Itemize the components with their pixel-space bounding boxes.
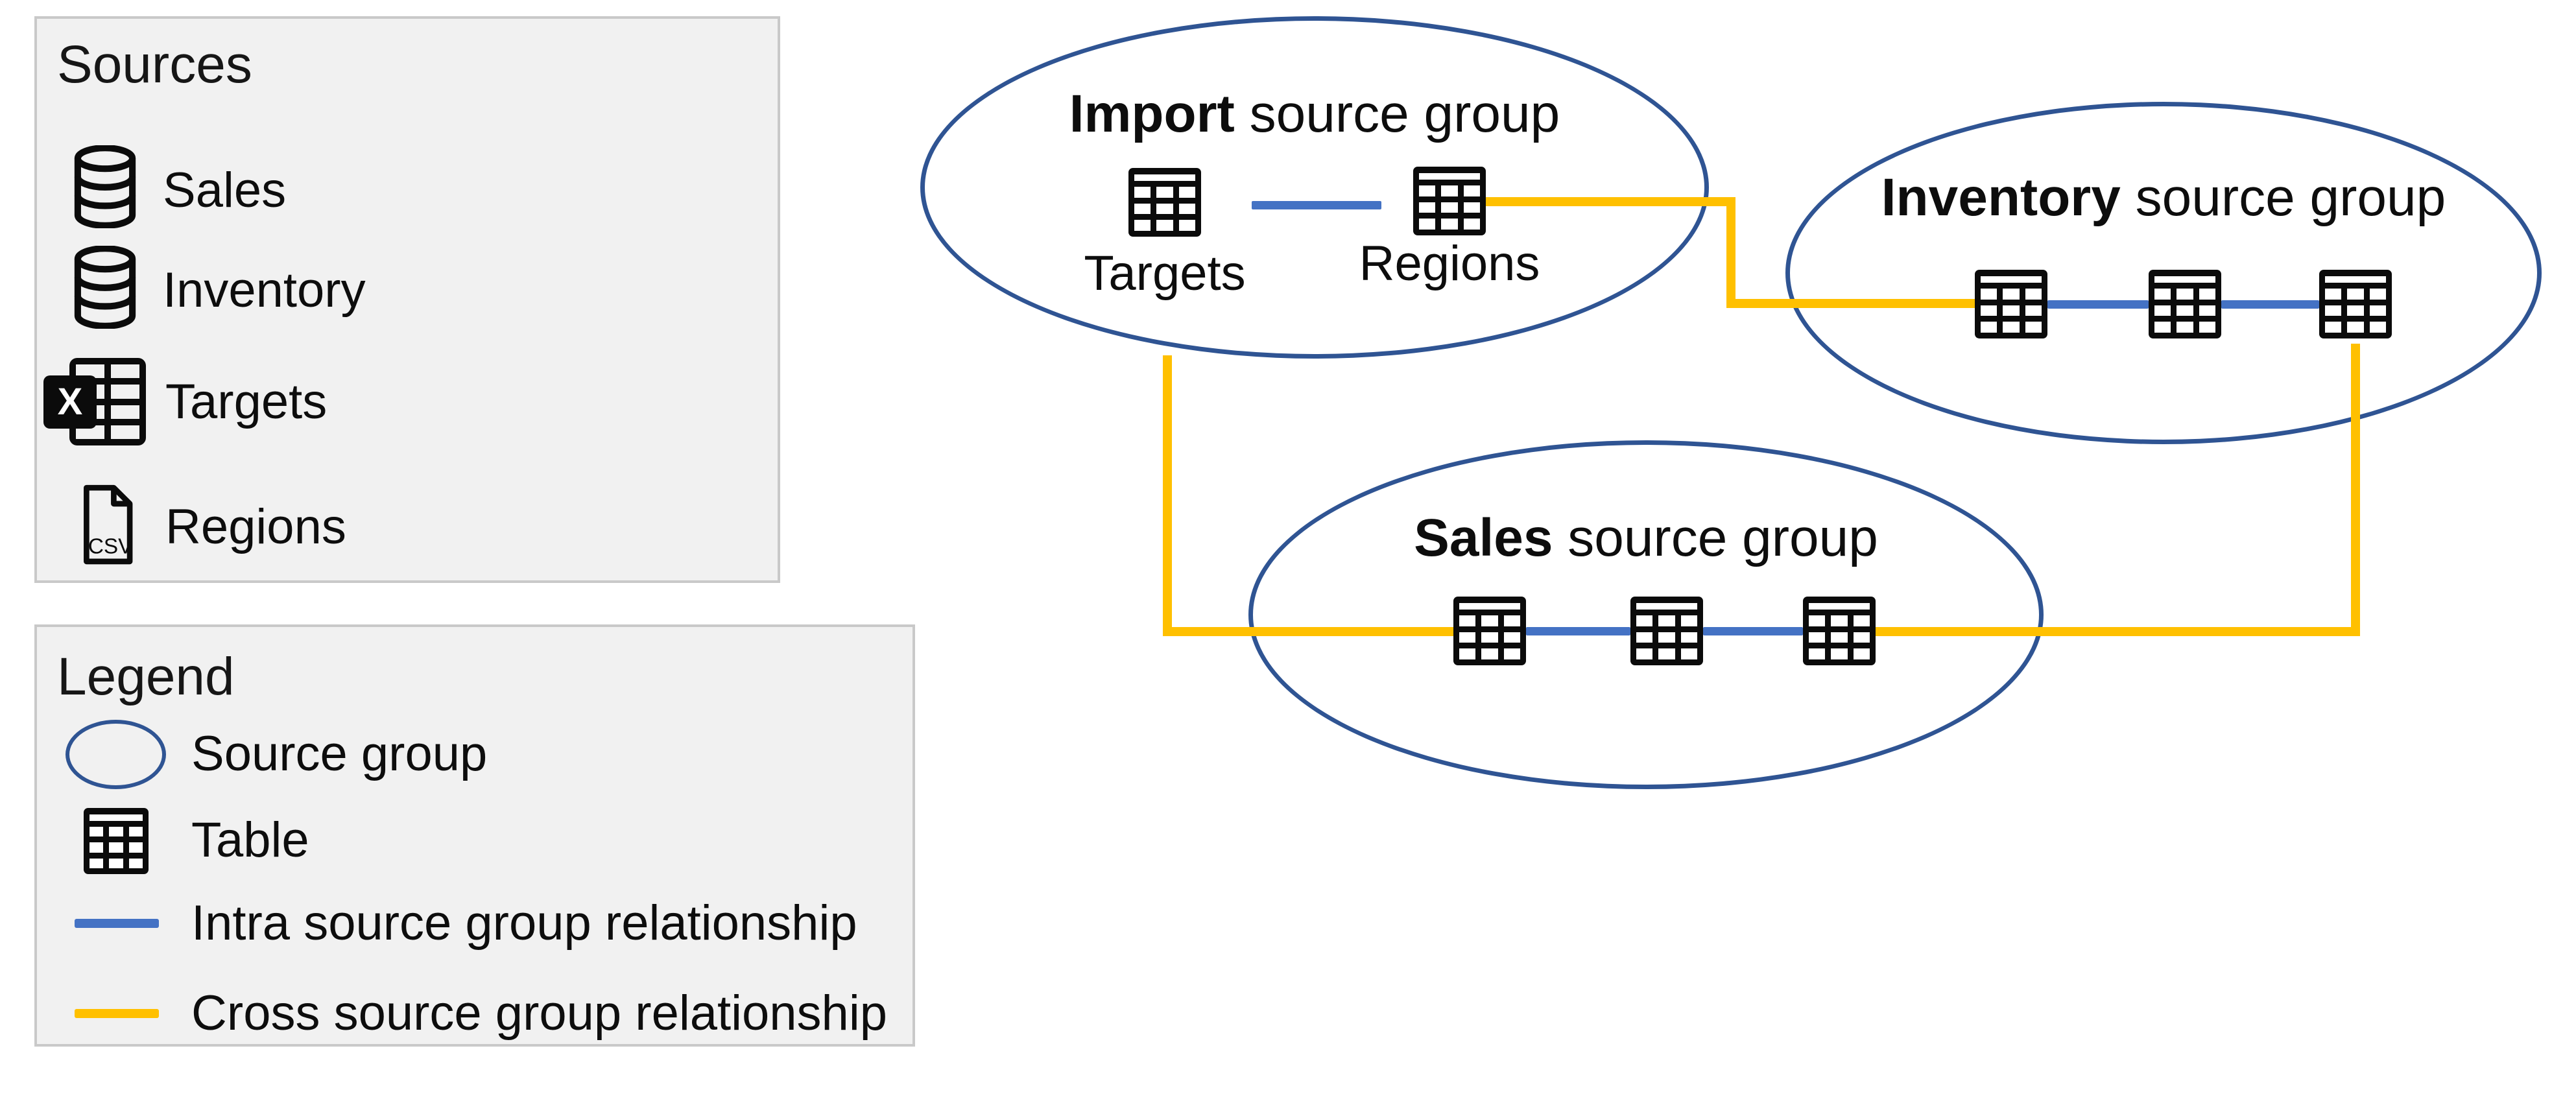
sales-source-group-ellipse bbox=[1248, 440, 2044, 789]
source-item-regions: Regions bbox=[165, 499, 346, 554]
sales-group-suffix: source group bbox=[1553, 508, 1878, 567]
csv-icon-label: CSV bbox=[88, 535, 133, 559]
legend-item-cross: Cross source group relationship bbox=[191, 986, 887, 1041]
source-group-ellipse-icon bbox=[66, 720, 166, 789]
excel-x-badge: X bbox=[43, 375, 97, 429]
table-icon bbox=[84, 808, 149, 874]
cross-relationship-inventory-sales-v bbox=[2351, 344, 2360, 636]
source-item-sales: Sales bbox=[163, 163, 287, 218]
regions-table-label: Regions bbox=[1359, 236, 1540, 291]
sources-panel bbox=[34, 16, 780, 583]
intra-relationship-inventory-1 bbox=[2047, 300, 2149, 309]
database-icon bbox=[74, 246, 136, 329]
intra-relationship-sales-2 bbox=[1703, 627, 1803, 635]
cross-relationship-regions-inventory-v bbox=[1726, 197, 1735, 308]
inventory-group-name: Inventory bbox=[1881, 168, 2121, 227]
import-group-suffix: source group bbox=[1234, 84, 1560, 143]
intra-relationship-sales-1 bbox=[1526, 627, 1630, 635]
intra-relationship-targets-regions bbox=[1252, 201, 1381, 209]
source-item-inventory: Inventory bbox=[163, 263, 366, 318]
excel-icon: X bbox=[43, 358, 146, 445]
table-icon bbox=[1630, 597, 1703, 665]
table-icon bbox=[2319, 270, 2392, 338]
table-icon-regions bbox=[1413, 167, 1486, 235]
cross-relationship-targets-sales-h bbox=[1163, 627, 1453, 636]
cross-relationship-targets-sales-v bbox=[1163, 355, 1172, 636]
csv-file-icon: CSV bbox=[84, 484, 133, 565]
cross-relationship-regions-inventory-h1 bbox=[1486, 197, 1735, 206]
cross-relationship-inventory-sales-h bbox=[1876, 627, 2360, 636]
cross-relationship-line-icon bbox=[75, 1009, 159, 1018]
sales-group-title: Sales source group bbox=[1248, 508, 2044, 568]
legend-item-table: Table bbox=[191, 812, 309, 868]
table-icon bbox=[1975, 270, 2047, 338]
cross-relationship-regions-inventory-h2 bbox=[1726, 299, 1975, 308]
inventory-group-suffix: source group bbox=[2120, 168, 2446, 227]
table-icon-targets bbox=[1128, 168, 1201, 237]
sales-group-name: Sales bbox=[1414, 508, 1553, 567]
targets-table-label: Targets bbox=[1084, 246, 1246, 301]
database-icon bbox=[74, 145, 136, 228]
import-group-name: Import bbox=[1069, 84, 1235, 143]
import-source-group-ellipse bbox=[920, 16, 1709, 359]
import-group-title: Import source group bbox=[920, 84, 1709, 144]
intra-relationship-inventory-2 bbox=[2221, 300, 2319, 309]
table-icon bbox=[1803, 597, 1876, 665]
table-icon bbox=[2149, 270, 2221, 338]
legend-panel bbox=[34, 624, 915, 1047]
inventory-source-group-ellipse bbox=[1785, 102, 2542, 444]
intra-relationship-line-icon bbox=[75, 919, 159, 928]
legend-item-source-group: Source group bbox=[191, 726, 488, 781]
legend-item-intra: Intra source group relationship bbox=[191, 895, 857, 951]
inventory-group-title: Inventory source group bbox=[1785, 168, 2542, 228]
legend-panel-title: Legend bbox=[57, 647, 235, 706]
sources-panel-title: Sources bbox=[57, 35, 252, 94]
table-icon bbox=[1453, 597, 1526, 665]
source-item-targets: Targets bbox=[165, 374, 328, 429]
excel-x-letter: X bbox=[57, 381, 83, 423]
